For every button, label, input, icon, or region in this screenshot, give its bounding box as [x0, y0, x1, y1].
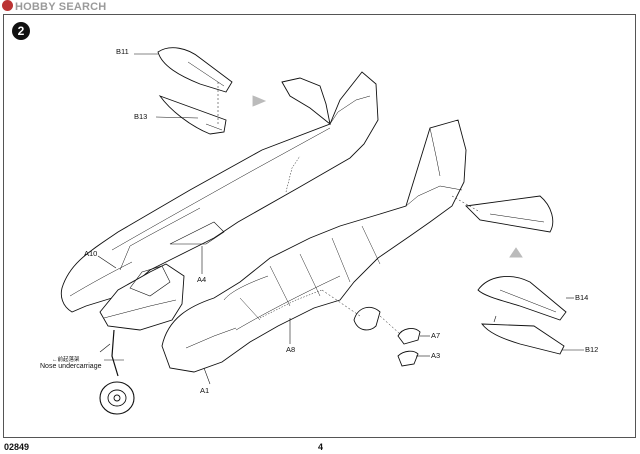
part-b11-tailplane	[157, 47, 233, 93]
watermark-logo-icon	[2, 0, 13, 11]
propeller-spinner	[353, 306, 381, 331]
label-a1: A1	[200, 386, 210, 395]
label-a10: A10	[84, 249, 98, 258]
page-border	[3, 14, 636, 438]
label-b12: B12	[585, 345, 599, 354]
assembly-arrow	[252, 95, 267, 107]
part-a3	[397, 350, 419, 367]
nose-gear-caption-en: Nose undercarriage	[40, 363, 102, 370]
label-a3: A3	[431, 351, 441, 360]
watermark: HOBBY SEARCH	[2, 0, 106, 13]
nose-gear-strut	[111, 329, 119, 377]
label-a4: A4	[197, 275, 207, 284]
kit-number: 02849	[4, 442, 30, 452]
part-a10-fuselage-half	[60, 71, 379, 313]
tailplane-right	[465, 195, 554, 233]
nose-gear-wheel	[99, 381, 135, 415]
step-number-badge: 2	[12, 22, 30, 40]
nose-gear-caption-cn: ←前起落架	[52, 357, 80, 363]
part-b13-elevator	[158, 95, 227, 135]
part-b14-stabilizer	[477, 275, 567, 321]
label-a8: A8	[286, 345, 296, 354]
label-b13: B13	[134, 112, 148, 121]
page-number: 4	[318, 442, 324, 452]
part-b12-elevator	[481, 323, 565, 355]
label-b11: B11	[116, 47, 129, 56]
assembly-arrow	[509, 247, 523, 258]
label-b14: B14	[575, 293, 589, 302]
label-a7: A7	[431, 331, 441, 340]
part-a7	[397, 328, 421, 345]
watermark-text: HOBBY SEARCH	[15, 1, 107, 13]
